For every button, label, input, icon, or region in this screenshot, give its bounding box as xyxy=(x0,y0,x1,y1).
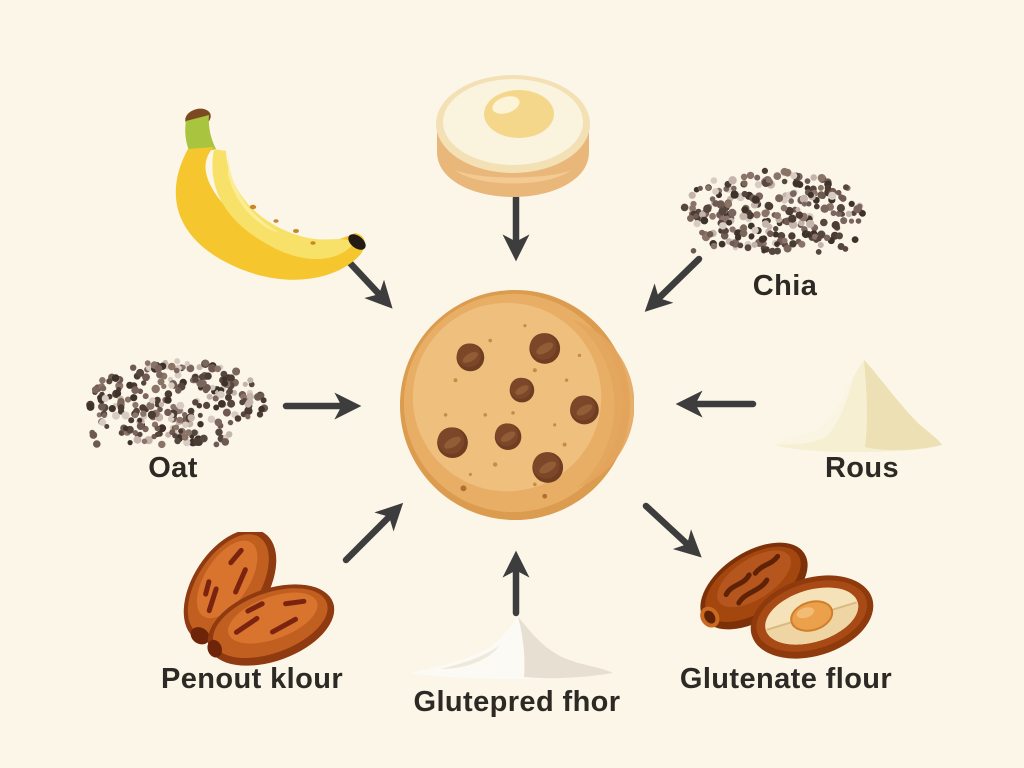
rous-node xyxy=(768,344,946,458)
center-cookie-node xyxy=(396,286,634,524)
arrow-cookie-to-dates xyxy=(642,502,702,558)
dates-cut-icon xyxy=(700,542,874,659)
flour-mound-icon xyxy=(774,360,942,453)
banana-icon xyxy=(175,108,366,280)
dough-ball-icon xyxy=(436,75,590,197)
chia-node xyxy=(676,160,871,262)
glutenate-flour-node xyxy=(692,532,877,660)
chocolate-chip-cookie-icon xyxy=(399,289,634,521)
glutepred-fhor-label: Glutepred fhor xyxy=(413,686,621,718)
arrow-chia-to-cookie xyxy=(644,255,703,312)
glutenate-flour-label: Glutenate flour xyxy=(679,663,893,695)
dough-ball-node xyxy=(433,64,593,204)
rous-label: Rous xyxy=(824,452,900,484)
oat-node xyxy=(82,350,272,455)
chia-label: Chia xyxy=(752,270,818,302)
banana-node xyxy=(158,103,378,288)
flour-pile-icon xyxy=(410,617,613,679)
penout-klour-label: Penout klour xyxy=(160,663,344,695)
dates-icon xyxy=(183,532,335,666)
penout-klour-node xyxy=(158,532,343,666)
seed-pile-icon xyxy=(86,358,269,449)
arrow-dates-to-cookie xyxy=(342,502,404,564)
oat-label: Oat xyxy=(148,452,198,484)
glutepred-fhor-node xyxy=(404,607,619,681)
chia-seeds-icon xyxy=(680,167,866,255)
